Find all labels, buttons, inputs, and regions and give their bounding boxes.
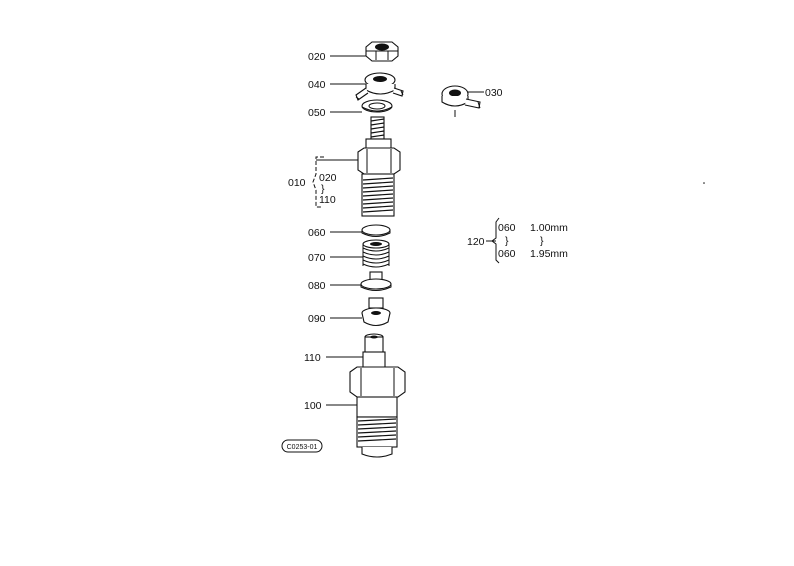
callout-040: 040	[308, 79, 326, 91]
callout-110: 110	[304, 352, 321, 364]
callout-020-group: 020	[319, 172, 337, 184]
callout-050: 050	[308, 107, 326, 119]
part-010-nozzle-holder-body	[357, 116, 401, 217]
callout-020-top: 020	[308, 51, 326, 63]
part-030-banjo-fitting	[441, 85, 481, 117]
callout-080: 080	[308, 280, 326, 292]
part-050-washer	[361, 99, 393, 113]
part-100-retaining-nut	[349, 366, 406, 458]
shim-row-2-part: 060	[498, 248, 516, 260]
shim-group-label: 120	[467, 236, 485, 248]
callout-020-tilde: }	[321, 183, 325, 195]
part-090-distance-piece	[361, 297, 391, 327]
callout-010: 010	[288, 177, 306, 189]
drawing-code: C0253-01	[287, 444, 318, 451]
part-020-hex-nut	[365, 41, 399, 62]
shim-row-2-size: 1.95mm	[530, 248, 568, 260]
callout-060: 060	[308, 227, 326, 239]
callout-070: 070	[308, 252, 326, 264]
shim-row-1-part: 060	[498, 222, 516, 234]
part-070-spring	[362, 239, 390, 268]
callout-100: 100	[304, 400, 322, 412]
drawing-code-badge: C0253-01	[281, 439, 323, 453]
callout-110-group: 110	[319, 194, 336, 206]
shim-size-table: 120 060 } 060 1.00mm } 1.95mm	[467, 217, 568, 264]
shim-row-1-size: 1.00mm	[530, 222, 568, 234]
part-040-banjo-fitting	[355, 72, 404, 101]
shim-size-tilde: }	[540, 235, 544, 247]
shim-part-tilde: }	[505, 235, 509, 247]
callout-030: 030	[485, 87, 503, 99]
part-080-spring-seat	[360, 271, 392, 291]
part-060-shim	[361, 224, 391, 237]
callout-090: 090	[308, 313, 326, 325]
